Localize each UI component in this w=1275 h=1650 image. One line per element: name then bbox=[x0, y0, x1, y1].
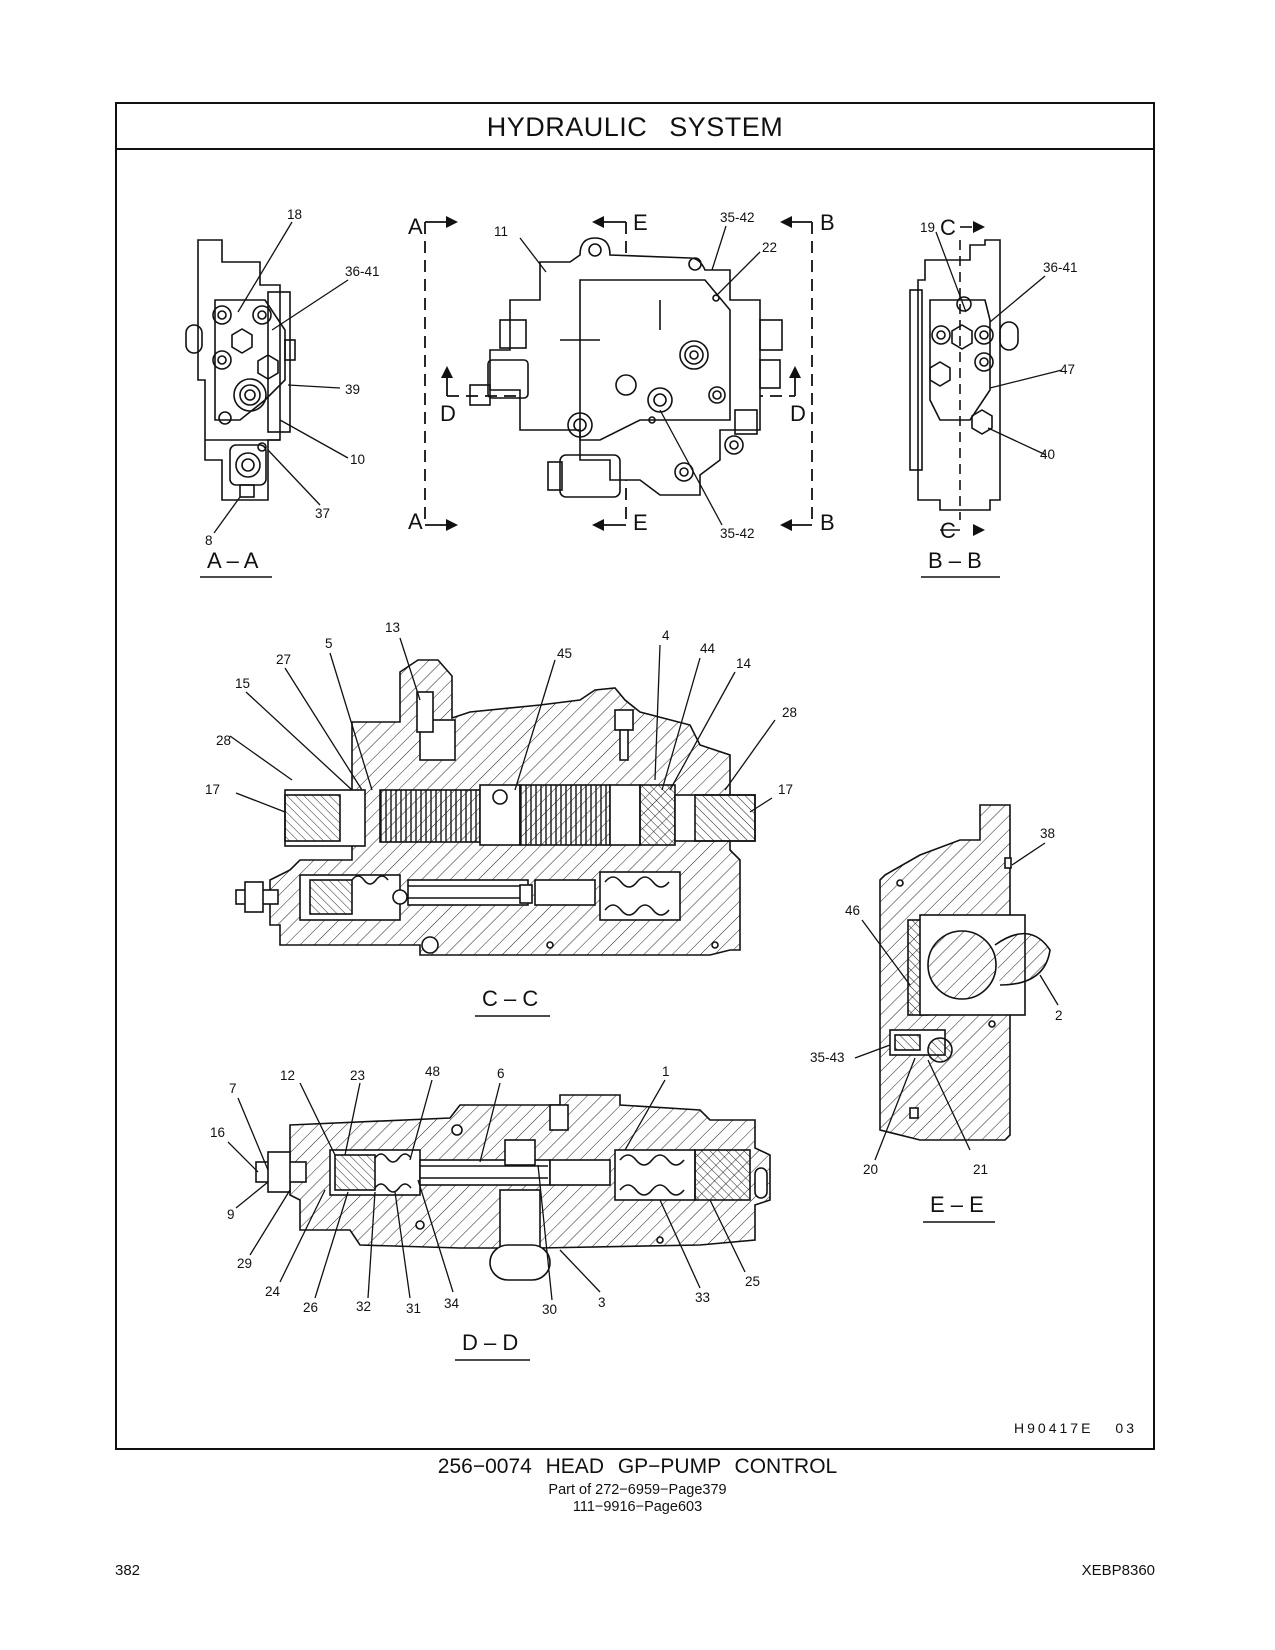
view-dd-callouts: 12 23 48 6 1 7 16 9 29 24 26 32 31 34 30… bbox=[210, 1064, 760, 1317]
callout-10: 10 bbox=[350, 452, 365, 467]
callout-21: 21 bbox=[973, 1162, 988, 1177]
section-marker-c-bottom: C bbox=[940, 518, 956, 543]
view-aa-callouts: 18 36-41 39 10 37 8 bbox=[205, 207, 380, 548]
callout-7: 7 bbox=[229, 1081, 237, 1096]
callout-32: 32 bbox=[356, 1299, 371, 1314]
figure-caption-part-of: Part of 272−6959−Page379 bbox=[548, 1482, 727, 1498]
callout-31: 31 bbox=[406, 1301, 421, 1316]
view-bb-labels: 19 36-41 47 40 C C bbox=[920, 215, 1078, 543]
callout-37: 37 bbox=[315, 506, 330, 521]
callout-20: 20 bbox=[863, 1162, 878, 1177]
view-dd-drawing bbox=[255, 1094, 771, 1281]
callout-34: 34 bbox=[444, 1296, 460, 1311]
callout-48: 48 bbox=[425, 1064, 440, 1079]
view-main-labels: 11 35-42 22 35-42 A A B B E E D D bbox=[408, 210, 835, 541]
section-marker-e-bottom: E bbox=[633, 510, 648, 535]
callout-23: 23 bbox=[350, 1068, 365, 1083]
callout-28-right: 28 bbox=[782, 705, 797, 720]
figure-revision: 03 bbox=[1115, 1420, 1137, 1436]
callout-19: 19 bbox=[920, 220, 935, 235]
view-aa-drawing bbox=[185, 239, 296, 501]
callout-8: 8 bbox=[205, 533, 213, 548]
callout-38: 38 bbox=[1040, 826, 1055, 841]
callout-14: 14 bbox=[736, 656, 752, 671]
view-label-ee: E – E bbox=[930, 1192, 984, 1217]
callout-36-41-bb: 36-41 bbox=[1043, 260, 1078, 275]
view-ee-drawing bbox=[879, 804, 1051, 1141]
callout-33: 33 bbox=[695, 1290, 710, 1305]
callout-29: 29 bbox=[237, 1256, 252, 1271]
view-dd-leaders bbox=[227, 1079, 746, 1301]
callout-25: 25 bbox=[745, 1274, 760, 1289]
callout-46: 46 bbox=[845, 903, 860, 918]
callout-5: 5 bbox=[325, 636, 333, 651]
view-aa-leaders bbox=[213, 221, 349, 534]
callout-28-left: 28 bbox=[216, 733, 231, 748]
section-marker-a-top: A bbox=[408, 214, 423, 239]
view-label-bb: B – B bbox=[928, 548, 982, 573]
callout-36-41: 36-41 bbox=[345, 264, 380, 279]
figure-caption-page-ref: 111−9916−Page603 bbox=[572, 1499, 703, 1515]
figure-code: H90417E bbox=[1014, 1420, 1094, 1436]
section-marker-b-bottom: B bbox=[820, 510, 835, 535]
callout-6: 6 bbox=[497, 1066, 505, 1081]
callout-26: 26 bbox=[303, 1300, 318, 1315]
callout-1: 1 bbox=[662, 1064, 670, 1079]
callout-13: 13 bbox=[385, 620, 400, 635]
callout-17-right: 17 bbox=[778, 782, 793, 797]
callout-16: 16 bbox=[210, 1125, 225, 1140]
view-cc-callouts: 13 5 27 15 28 17 45 4 44 14 28 17 bbox=[205, 620, 797, 797]
view-main-arrows bbox=[441, 216, 801, 531]
section-marker-b-top: B bbox=[820, 210, 835, 235]
section-marker-d-left: D bbox=[440, 401, 456, 426]
section-marker-a-bottom: A bbox=[408, 509, 423, 534]
callout-27: 27 bbox=[276, 652, 291, 667]
callout-24: 24 bbox=[265, 1284, 281, 1299]
view-cc-drawing bbox=[235, 659, 756, 956]
view-ee-leaders bbox=[854, 842, 1059, 1161]
callout-30: 30 bbox=[542, 1302, 557, 1317]
view-label-cc: C – C bbox=[482, 986, 538, 1011]
callout-2: 2 bbox=[1055, 1008, 1063, 1023]
callout-3: 3 bbox=[598, 1295, 606, 1310]
callout-39: 39 bbox=[345, 382, 360, 397]
view-ee-callouts: 38 46 2 35-43 20 21 bbox=[810, 826, 1063, 1177]
figure-caption-title: 256−0074 HEAD GP−PUMP CONTROL bbox=[437, 1455, 838, 1478]
callout-44: 44 bbox=[700, 641, 716, 656]
view-main-leaders bbox=[519, 225, 761, 526]
callout-9: 9 bbox=[227, 1207, 235, 1222]
callout-18: 18 bbox=[287, 207, 302, 222]
view-bb-arrows bbox=[973, 221, 985, 536]
callout-45: 45 bbox=[557, 646, 572, 661]
view-bb-drawing bbox=[909, 226, 1019, 531]
view-label-aa: A – A bbox=[207, 548, 259, 573]
page-title: HYDRAULIC SYSTEM bbox=[117, 104, 1153, 150]
section-marker-d-right: D bbox=[790, 401, 806, 426]
view-cc-leaders bbox=[229, 637, 776, 813]
figure-reference: H90417E 03 bbox=[992, 1420, 1137, 1436]
callout-17-left: 17 bbox=[205, 782, 220, 797]
callout-35-43: 35-43 bbox=[810, 1050, 845, 1065]
callout-15: 15 bbox=[235, 676, 250, 691]
page-number: 382 bbox=[115, 1562, 141, 1579]
figure-frame: HYDRAULIC SYSTEM H90417E 03 bbox=[115, 102, 1155, 1450]
section-marker-e-top: E bbox=[633, 210, 648, 235]
section-marker-c-top: C bbox=[940, 215, 956, 240]
callout-47: 47 bbox=[1060, 362, 1075, 377]
callout-35-42-bottom: 35-42 bbox=[720, 526, 755, 541]
view-bb-leaders bbox=[935, 231, 1063, 456]
callout-4: 4 bbox=[662, 628, 670, 643]
callout-40: 40 bbox=[1040, 447, 1055, 462]
view-main-drawing bbox=[469, 237, 783, 498]
callout-12: 12 bbox=[280, 1068, 295, 1083]
view-label-dd: D – D bbox=[462, 1330, 518, 1355]
document-code: XEBP8360 bbox=[1081, 1562, 1155, 1579]
callout-11: 11 bbox=[494, 224, 508, 239]
callout-22: 22 bbox=[762, 240, 777, 255]
callout-35-42-top: 35-42 bbox=[720, 210, 755, 225]
parts-drawing: 18 36-41 39 10 37 8 A – A bbox=[185, 207, 1078, 1361]
